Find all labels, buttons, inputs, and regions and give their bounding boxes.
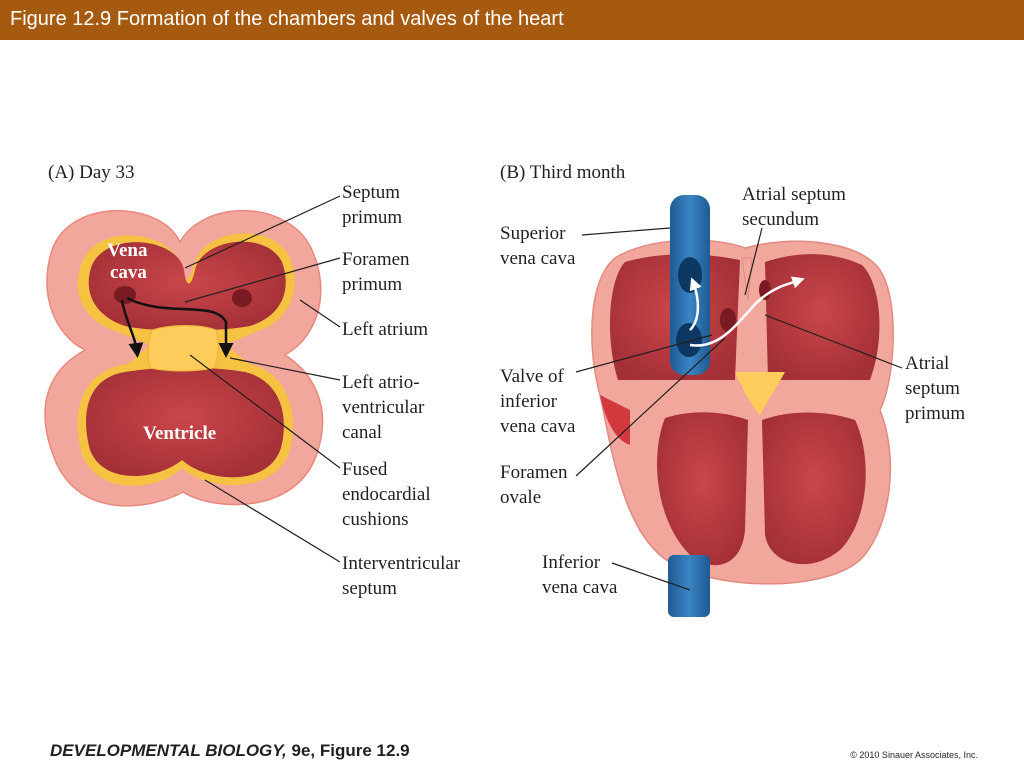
label-svc-2: vena cava xyxy=(500,248,576,269)
left-atrium-chamber xyxy=(765,254,880,380)
label-septum-primum-b-2: septum xyxy=(905,378,960,399)
leader-left-atrium xyxy=(299,299,341,328)
label-septum-primum-1: Septum xyxy=(342,182,400,203)
label-fused-cushions-3: cushions xyxy=(342,509,409,530)
title-bar: Figure 12.9 Formation of the chambers an… xyxy=(0,0,1024,40)
figure-ref: 9e, Figure 12.9 xyxy=(286,741,410,760)
copyright: © 2010 Sinauer Associates, Inc. xyxy=(850,750,978,760)
fused-endocardial-cushion xyxy=(147,325,219,372)
flow-arrow-right xyxy=(126,296,234,358)
panel-b-heart xyxy=(591,195,894,617)
label-left-av-canal-1: Left atrio- xyxy=(342,372,420,393)
central-cushion xyxy=(735,372,785,415)
inferior-vena-cava xyxy=(668,555,710,617)
left-ventricle-chamber xyxy=(762,412,866,565)
leader-foramen-ovale xyxy=(575,337,726,477)
book-title: DEVELOPMENTAL BIOLOGY, xyxy=(50,741,287,760)
label-foramen-primum-2: primum xyxy=(342,274,402,295)
label-fused-cushions-2: endocardial xyxy=(342,484,431,505)
leader-atrial-septum-secundum xyxy=(744,227,763,296)
flow-arrow-svc xyxy=(689,277,702,331)
leader-septum-primum xyxy=(184,195,341,269)
panel-b-heading: (B) Third month xyxy=(500,162,626,183)
label-ivc-2: vena cava xyxy=(542,577,618,598)
label-left-atrium: Left atrium xyxy=(342,319,428,340)
panel-a-ventricle-chamber xyxy=(86,367,284,478)
label-septum-secundum-1: Atrial septum xyxy=(742,184,846,205)
panel-a-heart: Vena cava Ventricle xyxy=(44,210,324,507)
label-fused-cushions-1: Fused xyxy=(342,459,388,480)
ivc-opening xyxy=(676,323,702,357)
leader-interventricular-septum xyxy=(204,479,341,563)
footer-citation: DEVELOPMENTAL BIOLOGY, 9e, Figure 12.9 xyxy=(50,741,410,761)
label-ivc-1: Inferior xyxy=(542,552,601,573)
label-septum-secundum-2: secundum xyxy=(742,209,819,230)
leader-fused-cushions xyxy=(189,354,341,469)
label-septum-primum-b-1: Atrial xyxy=(905,353,949,374)
label-septum-primum-2: primum xyxy=(342,207,402,228)
vena-cava-label-line-2: cava xyxy=(110,262,147,283)
panel-a-atrium-chamber xyxy=(88,241,286,331)
label-interventricular-septum-1: Interventricular xyxy=(342,553,461,574)
label-valve-ivc-2: inferior xyxy=(500,391,558,412)
label-valve-ivc-3: vena cava xyxy=(500,416,576,437)
leader-superior-vena-cava xyxy=(581,227,671,236)
label-septum-primum-b-3: primum xyxy=(905,403,965,424)
vena-cava-label-line-1: Vena xyxy=(107,240,148,261)
right-ventricle-chamber xyxy=(657,412,748,566)
leader-valve-ivc xyxy=(575,334,713,373)
figure-title: Figure 12.9 Formation of the chambers an… xyxy=(10,8,564,30)
label-valve-ivc-1: Valve of xyxy=(500,366,565,387)
interventricular-septum xyxy=(748,420,762,530)
label-svc-1: Superior xyxy=(500,223,566,244)
label-foramen-ovale-1: Foramen xyxy=(500,462,568,483)
panel-a-heading: (A) Day 33 xyxy=(48,162,135,183)
atrial-septum-primum xyxy=(752,300,768,380)
flow-arrow-down xyxy=(120,299,144,358)
label-left-av-canal-2: ventricular xyxy=(342,397,425,418)
leader-foramen-primum xyxy=(184,257,341,303)
ventricle-label: Ventricle xyxy=(143,423,216,444)
svc-opening xyxy=(678,257,702,293)
foramen-ovale-opening xyxy=(720,308,736,332)
flow-arrow-foramen xyxy=(689,276,805,347)
label-interventricular-septum-2: septum xyxy=(342,578,397,599)
pulmonary-vein-opening xyxy=(232,289,252,307)
atrial-septum-secundum xyxy=(741,257,753,301)
label-foramen-primum-1: Foramen xyxy=(342,249,410,270)
leader-left-av-canal xyxy=(229,357,341,381)
leader-inferior-vena-cava xyxy=(611,562,691,591)
leader-atrial-septum-primum xyxy=(764,314,903,369)
label-foramen-ovale-2: ovale xyxy=(500,487,541,508)
label-left-av-canal-3: canal xyxy=(342,422,382,443)
